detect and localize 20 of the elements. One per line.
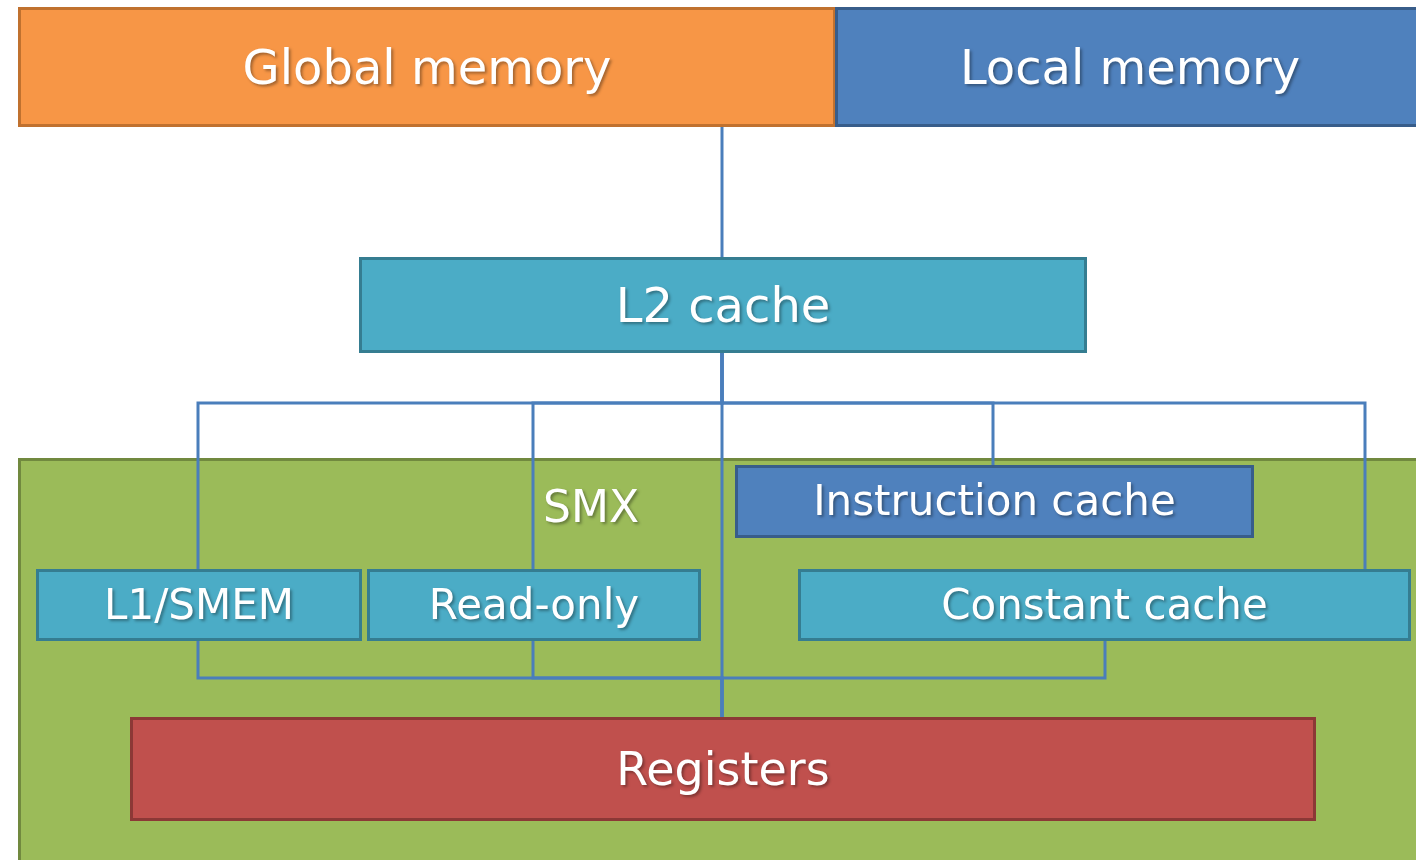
cache-box (36, 569, 362, 641)
connector-line (720, 641, 1107, 717)
box-label: Instruction cache (813, 478, 1176, 525)
box-label: L2 cache (615, 278, 831, 332)
memory-box (835, 7, 1416, 127)
cache-box (798, 569, 1411, 641)
box-label: L1/SMEM (104, 581, 294, 629)
panel-title: SMX (543, 483, 640, 532)
register-box (130, 717, 1316, 821)
box-label: Local memory (959, 40, 1301, 94)
box-label: Constant cache (941, 581, 1268, 629)
cache-box (735, 465, 1254, 538)
box-label: Global memory (242, 40, 612, 94)
cache-box (359, 257, 1087, 353)
box-label: Registers (616, 743, 830, 795)
processor-panel (18, 458, 1416, 860)
connector-line (720, 127, 724, 257)
memory-box (18, 7, 836, 127)
cache-box (367, 569, 701, 641)
box-label: Read-only (428, 581, 640, 629)
